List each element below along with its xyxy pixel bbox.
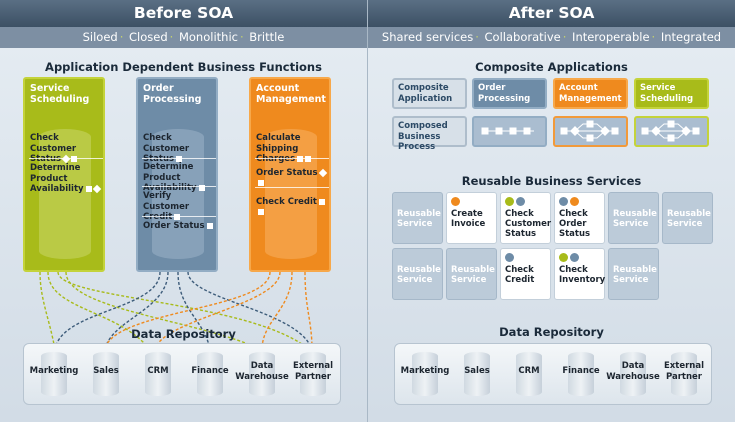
before-soa-panel: Before SOA Siloed· Closed· Monolithic· B… xyxy=(0,0,367,422)
after-soa-header: After SOA xyxy=(368,0,735,27)
after-trait: Shared services xyxy=(381,30,474,44)
process-flow-box xyxy=(634,116,709,147)
repository-item: Sales xyxy=(81,344,131,406)
function-item: Determine Product Availability xyxy=(143,162,213,194)
function-item: Determine Product Availability xyxy=(30,163,101,195)
repository-item: Data Warehouse xyxy=(606,344,660,406)
repository-item: External Partner xyxy=(659,344,709,406)
function-item: Order Status xyxy=(256,168,327,189)
panel-divider xyxy=(367,0,368,422)
before-soa-subheader: Siloed· Closed· Monolithic· Brittle xyxy=(0,27,367,48)
database-cylinder xyxy=(152,129,204,259)
repository-item: Data Warehouse xyxy=(235,344,289,406)
function-item: Order Status xyxy=(143,221,213,232)
after-trait: Interoperable xyxy=(572,30,650,44)
before-soa-header: Before SOA xyxy=(0,0,367,27)
after-soa-subheader: Shared services· Collaborative· Interope… xyxy=(368,27,735,48)
connection-lines xyxy=(39,271,313,351)
before-trait: Monolithic xyxy=(178,30,238,44)
repository-item: Sales xyxy=(452,344,502,406)
repository-item: Marketing xyxy=(29,344,79,406)
repository-item: Finance xyxy=(556,344,606,406)
process-flow-box xyxy=(472,116,547,147)
before-trait: Brittle xyxy=(249,30,285,44)
process-flow-icon xyxy=(641,120,700,142)
after-soa-panel: After SOA Shared services· Collaborative… xyxy=(368,0,735,422)
database-cylinder xyxy=(265,129,317,259)
process-flow-icon xyxy=(481,127,534,135)
composite-title: Composite Applications xyxy=(475,60,628,74)
repository-item: External Partner xyxy=(288,344,338,406)
after-trait: Integrated xyxy=(660,30,722,44)
repository-item: CRM xyxy=(133,344,183,406)
services-title: Reusable Business Services xyxy=(461,174,642,188)
process-flow-box xyxy=(553,116,628,147)
repository-title: Data Repository xyxy=(131,327,236,341)
repository-item: Marketing xyxy=(400,344,450,406)
function-item: Check Credit xyxy=(256,197,326,218)
data-repository: Marketing Sales CRM Finance Data Warehou… xyxy=(23,343,341,405)
data-repository: Marketing Sales CRM Finance Data Warehou… xyxy=(394,343,712,405)
before-trait: Closed xyxy=(129,30,168,44)
repository-item: CRM xyxy=(504,344,554,406)
after-trait: Collaborative xyxy=(484,30,561,44)
before-trait: Siloed xyxy=(82,30,118,44)
database-cylinder xyxy=(39,129,91,259)
repository-item: Finance xyxy=(185,344,235,406)
process-flow-icon xyxy=(560,120,619,142)
repository-title: Data Repository xyxy=(499,325,604,339)
functions-title: Application Dependent Business Functions xyxy=(45,60,322,74)
